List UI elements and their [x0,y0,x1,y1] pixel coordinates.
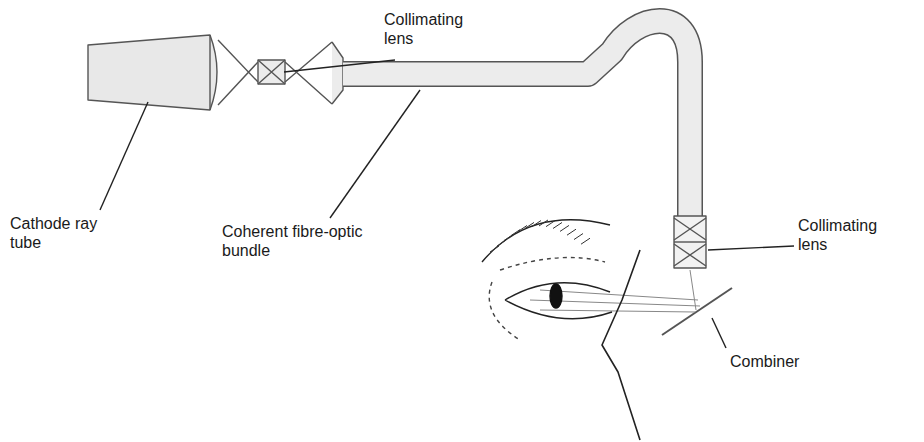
collimating-lens [258,60,285,84]
fibre-bundle [343,21,690,216]
eyelid [505,283,612,319]
eye-outline [489,282,520,340]
leader-line [284,60,395,72]
light-rays [285,42,332,104]
pupil [550,284,562,308]
eyebrow-hair [497,240,506,246]
part-label: Cathode ray tube [10,214,118,252]
eyebrow-hair [567,229,576,235]
eyebrow-hair [546,221,555,227]
leader-line [712,318,726,348]
bundle-face [332,42,343,104]
lens-cross [258,60,285,84]
leader-line [330,90,420,218]
light-rays [218,40,258,105]
part-label: Combiner [730,352,840,371]
eyebrow-hair [525,222,534,228]
eyebrow [482,220,610,262]
eyebrow-hair [574,234,583,240]
leader-line [708,246,794,250]
crt-face [209,35,210,110]
face-profile [602,250,640,440]
part-label: Coherent fibre-optic bundle [222,222,392,260]
crt [88,35,217,110]
eyebrow-hair [560,225,569,231]
leader-line [100,102,148,210]
light-rays [530,270,700,312]
fibre-bundle-outline [343,21,690,216]
part-label: Collimating lens [384,10,484,48]
eyebrow-hair [553,222,562,228]
eyebrow-hair [539,220,548,226]
lens-mid [674,241,706,242]
collimating-lens [674,216,706,268]
eyebrow-hair [490,246,499,252]
part-label: Collimating lens [798,216,908,254]
eyebrow-hair [581,238,590,244]
eye-outline [500,258,605,271]
lens-cross [674,218,706,266]
eyebrow-hair [490,220,590,252]
